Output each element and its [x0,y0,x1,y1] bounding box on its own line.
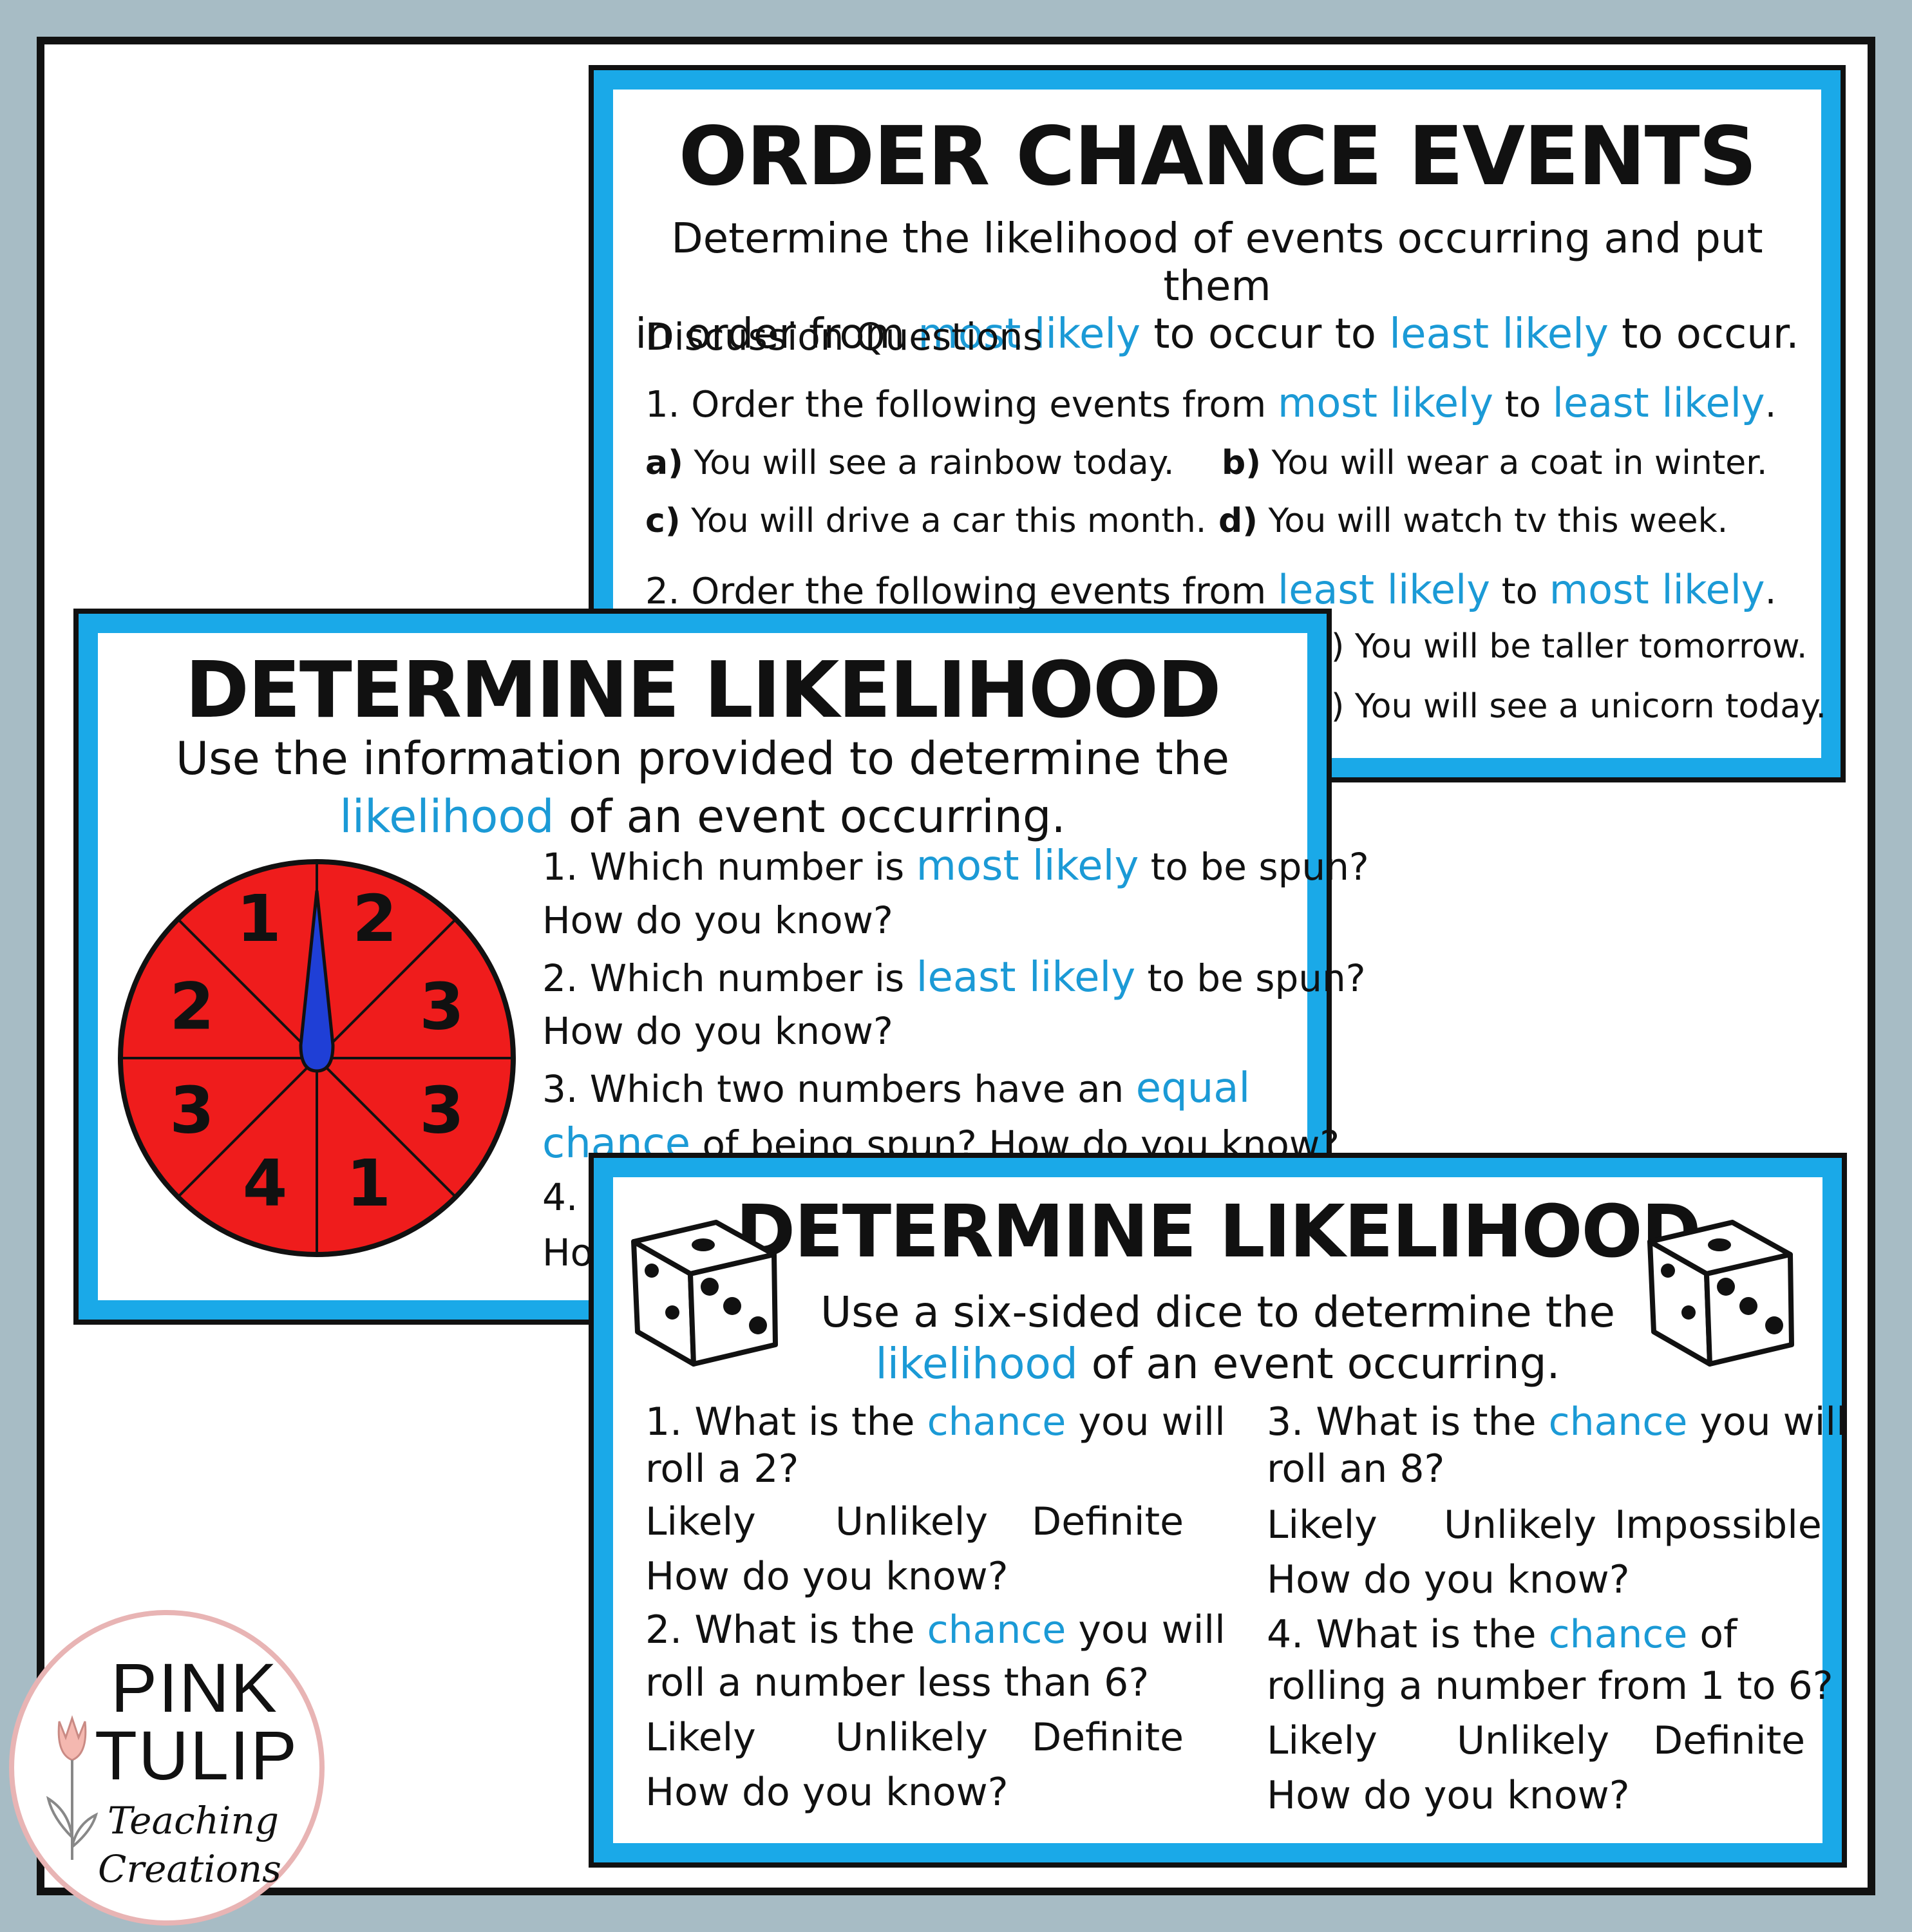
logo-line-1: PINK [111,1649,279,1727]
question-3-cont: roll an 8? [1267,1446,1445,1492]
spinner-number: 4 [243,1146,288,1221]
question-3-followup: How do you know? [1267,1557,1630,1602]
spinner-number: 1 [346,1146,392,1221]
question-1: 1. Which number is most likely to be spu… [542,842,1369,890]
dice-icon [1647,1220,1794,1367]
question-4: 4. What is the chance of [1267,1612,1737,1657]
option-b: b) You will wear a coat in winter. [1222,444,1768,482]
question-3: 3. What is the chance you will [1267,1399,1847,1444]
question-2: 2. What is the chance you will [645,1607,1226,1653]
question-2: 2. Order the following events from least… [645,566,1777,613]
question-2-cont: roll a number less than 6? [645,1660,1150,1705]
card-intro: Use the information provided to determin… [175,732,1230,843]
spinner-number: 2 [352,881,397,956]
option-4-partial: ) You will see a unicorn today. [1331,687,1827,726]
card-title: ORDER CHANCE EVENTS [678,109,1757,204]
logo-line-2: TULIP [95,1716,299,1794]
question-2: 2. Which number is least likely to be sp… [542,954,1366,1001]
brand-logo: PINK TULIP Teaching Creations [9,1610,325,1926]
option-2-partial: ) You will be taller tomorrow. [1331,627,1808,666]
question-4-followup: How do you know? [1267,1773,1630,1818]
question-1: 1. Order the following events from most … [645,379,1777,426]
question-1: 1. What is the chance you will [645,1399,1226,1444]
question-1-followup: How do you know? [542,898,893,942]
dice-icon [631,1220,778,1367]
question-2-followup: How do you know? [542,1009,893,1053]
option-a: a) You will see a rainbow today. [645,444,1175,482]
spinner-number: 1 [236,881,281,956]
card-title: DETERMINE LIKELIHOOD [185,646,1221,735]
spinner-needle [299,890,335,1073]
spinner-number: 2 [169,969,214,1045]
option-c: c) You will drive a car this month. [645,502,1207,540]
logo-line-3: Teaching [108,1799,279,1842]
logo-line-4: Creations [98,1847,281,1891]
spinner-number: 3 [419,969,464,1045]
question-1-followup: How do you know? [645,1554,1008,1599]
card-intro: Use a six-sided dice to determine the li… [820,1287,1616,1388]
card-intro: Determine the likelihood of events occur… [635,215,1799,358]
question-1-cont: roll a 2? [645,1446,799,1492]
card-title: DETERMINE LIKELIHOOD [735,1190,1701,1274]
option-d: d) You will watch tv this week. [1218,502,1728,540]
card-dice-likelihood: DETERMINE LIKELIHOOD Use a six-sided dic… [589,1153,1847,1868]
spinner-number: 3 [419,1072,464,1148]
spinner-number: 3 [169,1072,214,1148]
card-border [594,1158,1842,1862]
discussion-heading: Discussion Questions [645,315,1043,359]
question-3: 3. Which two numbers have an equal [542,1065,1251,1112]
question-4-cont: rolling a number from 1 to 6? [1267,1663,1833,1709]
question-2-followup: How do you know? [645,1770,1008,1815]
tulip-icon [46,1715,99,1860]
